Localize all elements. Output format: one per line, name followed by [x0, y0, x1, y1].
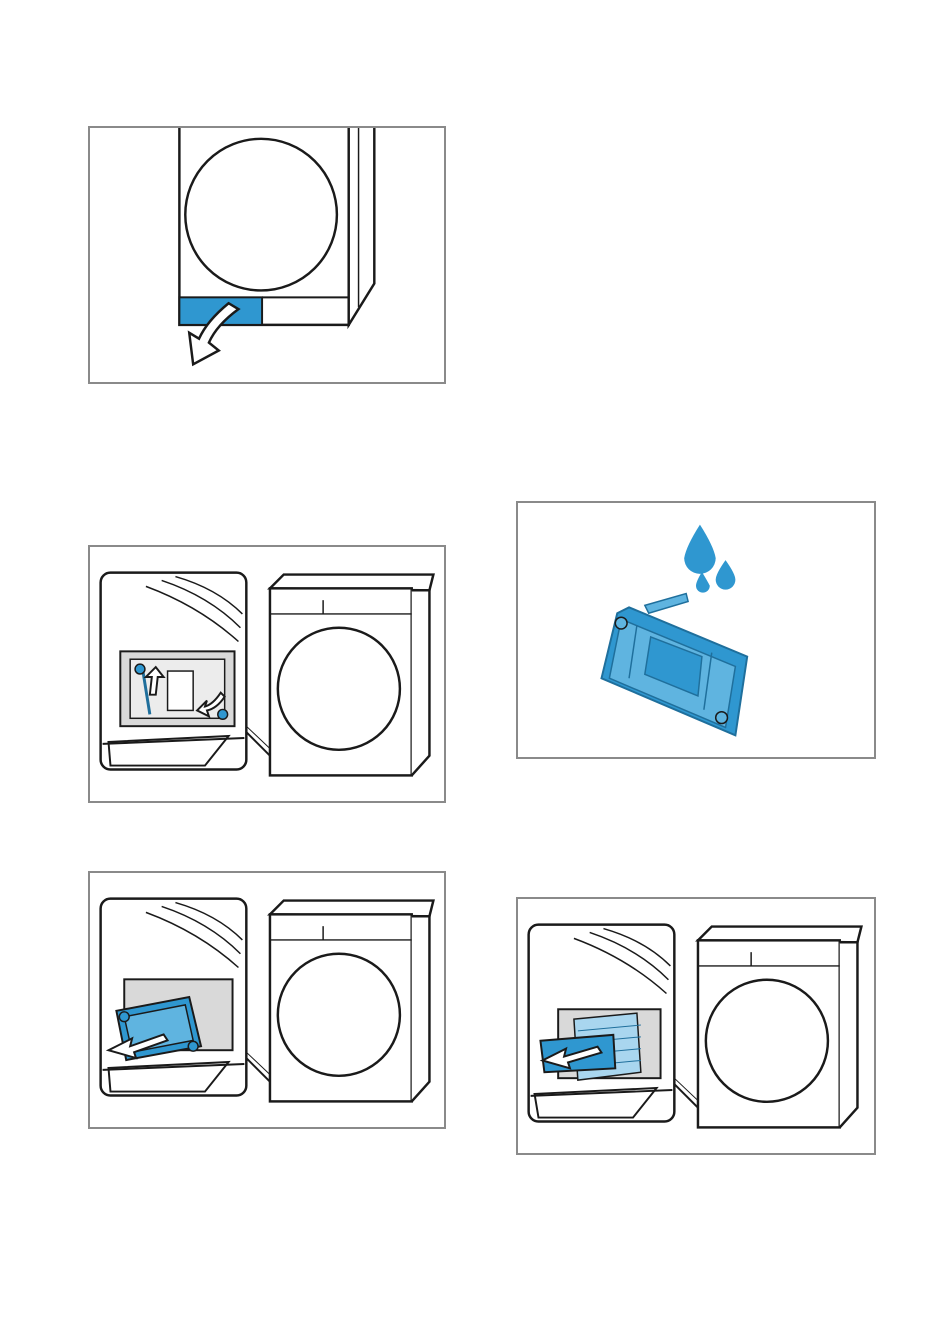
- dryer-front-icon: [270, 575, 433, 776]
- figure-insert-filter: [516, 897, 876, 1155]
- dryer-front-icon: [270, 901, 433, 1102]
- dryer-front-icon: [698, 927, 861, 1128]
- figure-open-service-flap: [88, 126, 446, 384]
- filter-holder-icon: [601, 594, 747, 736]
- water-drops-icon: [684, 525, 735, 593]
- dryer-front-icon: [90, 128, 444, 382]
- figure-pull-out-filter-holder: [88, 871, 446, 1129]
- figure-rinse-filter-holder: [516, 501, 876, 759]
- figure-unlock-condensate-filter: [88, 545, 446, 803]
